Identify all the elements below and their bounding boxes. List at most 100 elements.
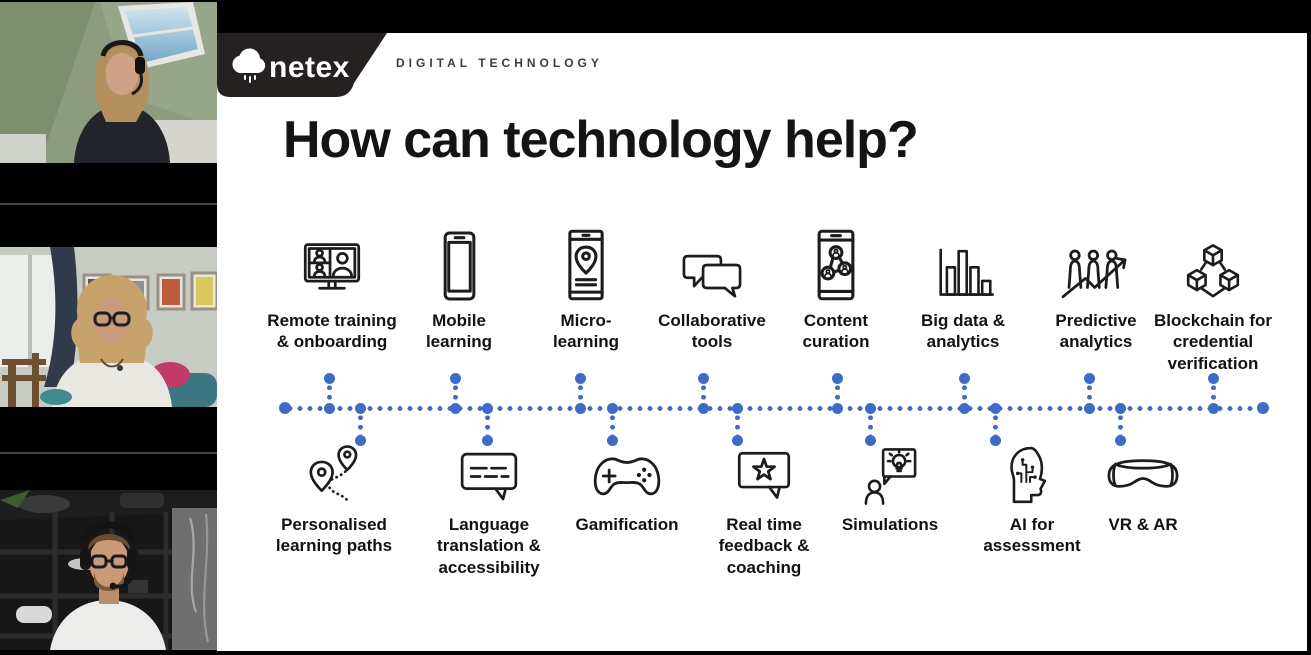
timeline-connector [609,413,615,435]
video-call-monitor-icon [303,243,361,290]
timeline-connector [734,413,740,435]
diagram-item-mobile-learning: Mobile learning [384,226,534,353]
star-bubble-icon [737,451,791,499]
timeline-branch-dot [606,434,618,446]
timeline-branch-dot [697,372,709,384]
participant-2-scene [0,247,217,407]
timeline-node-dot [354,402,366,414]
item-label: Simulations [841,515,939,534]
diagram-item-content-curation: Content curation [761,226,911,353]
timeline-node-dot [1083,402,1095,414]
timeline-connector [577,383,583,403]
ai-head-circuit-icon [1009,446,1046,503]
person-idea-bubble-icon [864,447,916,505]
chat-bubbles-icon [682,254,742,298]
timeline-node-dot [1207,402,1219,414]
timeline-node-dot [1114,402,1126,414]
item-label: Micro- learning [552,311,620,352]
timeline-end-dot [1257,402,1269,414]
timeline-branch-dot [574,372,586,384]
shared-screen-slide: netex DIGITAL TECHNOLOGY How can technol… [217,0,1311,655]
diagram-item-big-data: Big data & analytics [888,226,1038,353]
timeline-connector [700,383,706,403]
item-label: Mobile learning [425,311,493,352]
timeline-connector [961,383,967,403]
vr-headset-icon [1107,458,1179,488]
timeline-connector [452,383,458,403]
timeline-connector [1210,383,1216,403]
timeline-branch-dot [831,372,843,384]
blockchain-cubes-icon [1186,244,1240,298]
timeline-branch-dot [731,434,743,446]
diagram-item-personalised-paths: Personalised learning paths [249,444,419,557]
timeline-node-dot [831,402,843,414]
subtitle-bubble-icon [460,452,518,500]
diagram-item-collaborative-tools: Collaborative tools [637,226,787,353]
timeline-connector [867,413,873,435]
diagram-item-gamification: Gamification [542,444,712,535]
item-label: Language translation & accessibility [437,515,541,577]
item-label: AI for assessment [983,515,1081,556]
timeline-connector [1117,413,1123,435]
diagram-item-micro-learning: Micro- learning [511,226,661,353]
netex-brand-text: netex [269,51,350,84]
timeline-node-dot [989,402,1001,414]
timeline-node-dot [481,402,493,414]
netex-logo-badge: netex [217,33,387,97]
timeline-node-dot [574,402,586,414]
timeline-branch-dot [989,434,1001,446]
item-label: Predictive analytics [1055,311,1137,352]
participant-1-video-tile[interactable] [0,0,217,203]
participant-1-webcam [0,2,217,163]
diagram-item-blockchain: Blockchain for credential verification [1131,226,1295,374]
item-label: Real time feedback & coaching [718,515,810,577]
timeline-branch-dot [481,434,493,446]
timeline-branch-dot [354,434,366,446]
timeline-connector [484,413,490,435]
diagram-item-language-translation: Language translation & accessibility [404,444,574,578]
map-pins-route-icon [308,445,357,502]
timeline-connector [357,413,363,435]
timeline-branch-dot [1207,372,1219,384]
timeline-branch-dot [1083,372,1095,384]
participant-2-webcam [0,247,217,407]
tile-divider [0,452,217,454]
timeline-node-dot [697,402,709,414]
timeline-connector [326,383,332,403]
people-trend-arrow-icon [1061,249,1127,299]
diagram-item-remote-training: Remote training & onboarding [257,226,407,353]
slide-background [217,33,1307,651]
timeline-node-dot [864,402,876,414]
timeline-branch-dot [958,372,970,384]
timeline-node-dot [606,402,618,414]
item-label: Collaborative tools [658,311,766,352]
item-label: Remote training & onboarding [267,311,397,352]
item-label: Content curation [802,311,870,352]
item-label: VR & AR [1108,515,1178,534]
smartphone-icon [443,231,475,301]
timeline-node-dot [323,402,335,414]
item-label: Big data & analytics [920,311,1006,352]
timeline-branch-dot [449,372,461,384]
timeline-connector [992,413,998,435]
diagram-item-vr-ar: VR & AR [1058,444,1228,535]
timeline-connector [1086,383,1092,403]
participant-1-scene [0,2,217,163]
participant-3-video-tile[interactable] [0,454,217,655]
timeline-branch-dot [323,372,335,384]
item-label: Gamification [575,515,679,534]
participant-2-video-tile[interactable] [0,205,217,452]
diagram-item-realtime-feedback: Real time feedback & coaching [679,444,849,578]
item-label: Personalised learning paths [275,515,393,556]
phone-network-icon [817,229,855,301]
timeline-node-dot [731,402,743,414]
participants-sidebar [0,0,217,655]
slide-title: How can technology help? [283,111,919,169]
timeline-connector [834,383,840,403]
participant-3-webcam [0,490,217,650]
slide-tagline: DIGITAL TECHNOLOGY [396,56,603,70]
timeline-line [285,405,1263,411]
diagram-item-predictive-analytics: Predictive analytics [1021,226,1171,353]
game-controller-icon [593,457,661,496]
